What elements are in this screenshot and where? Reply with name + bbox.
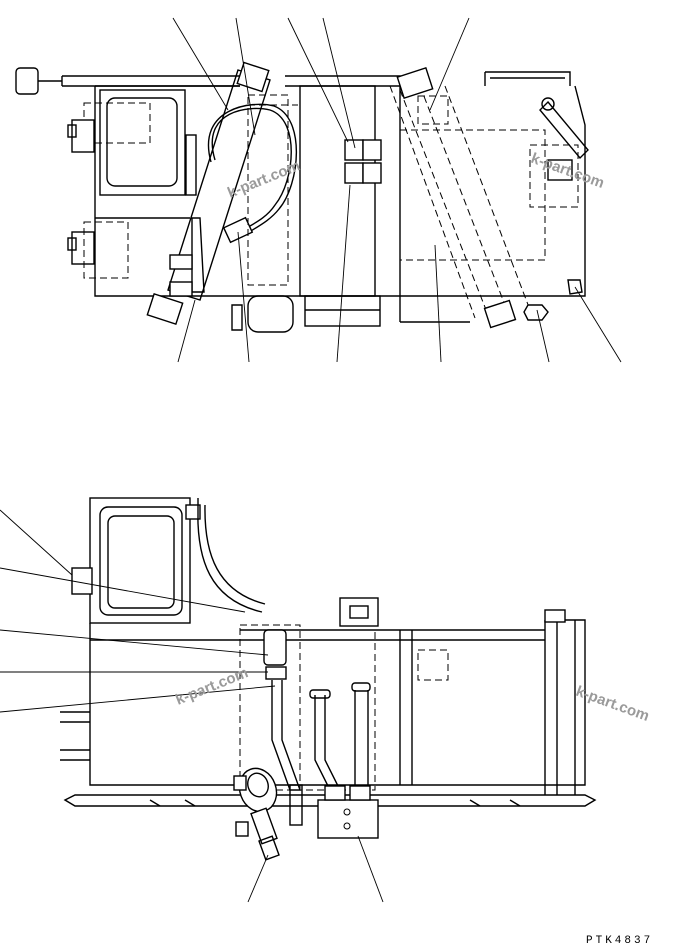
side-view-assembly	[60, 497, 597, 861]
watermark-3: k-part.com	[173, 664, 250, 708]
connector-plug	[15, 67, 39, 95]
watermark-1: k-part.com	[225, 157, 302, 201]
side-view-leader-lines	[0, 509, 384, 903]
top-view-assembly	[15, 61, 589, 333]
top-view-leader-lines	[172, 17, 622, 363]
watermark-2: k-part.com	[529, 150, 607, 192]
drawing-code: PTK4837	[586, 935, 654, 947]
